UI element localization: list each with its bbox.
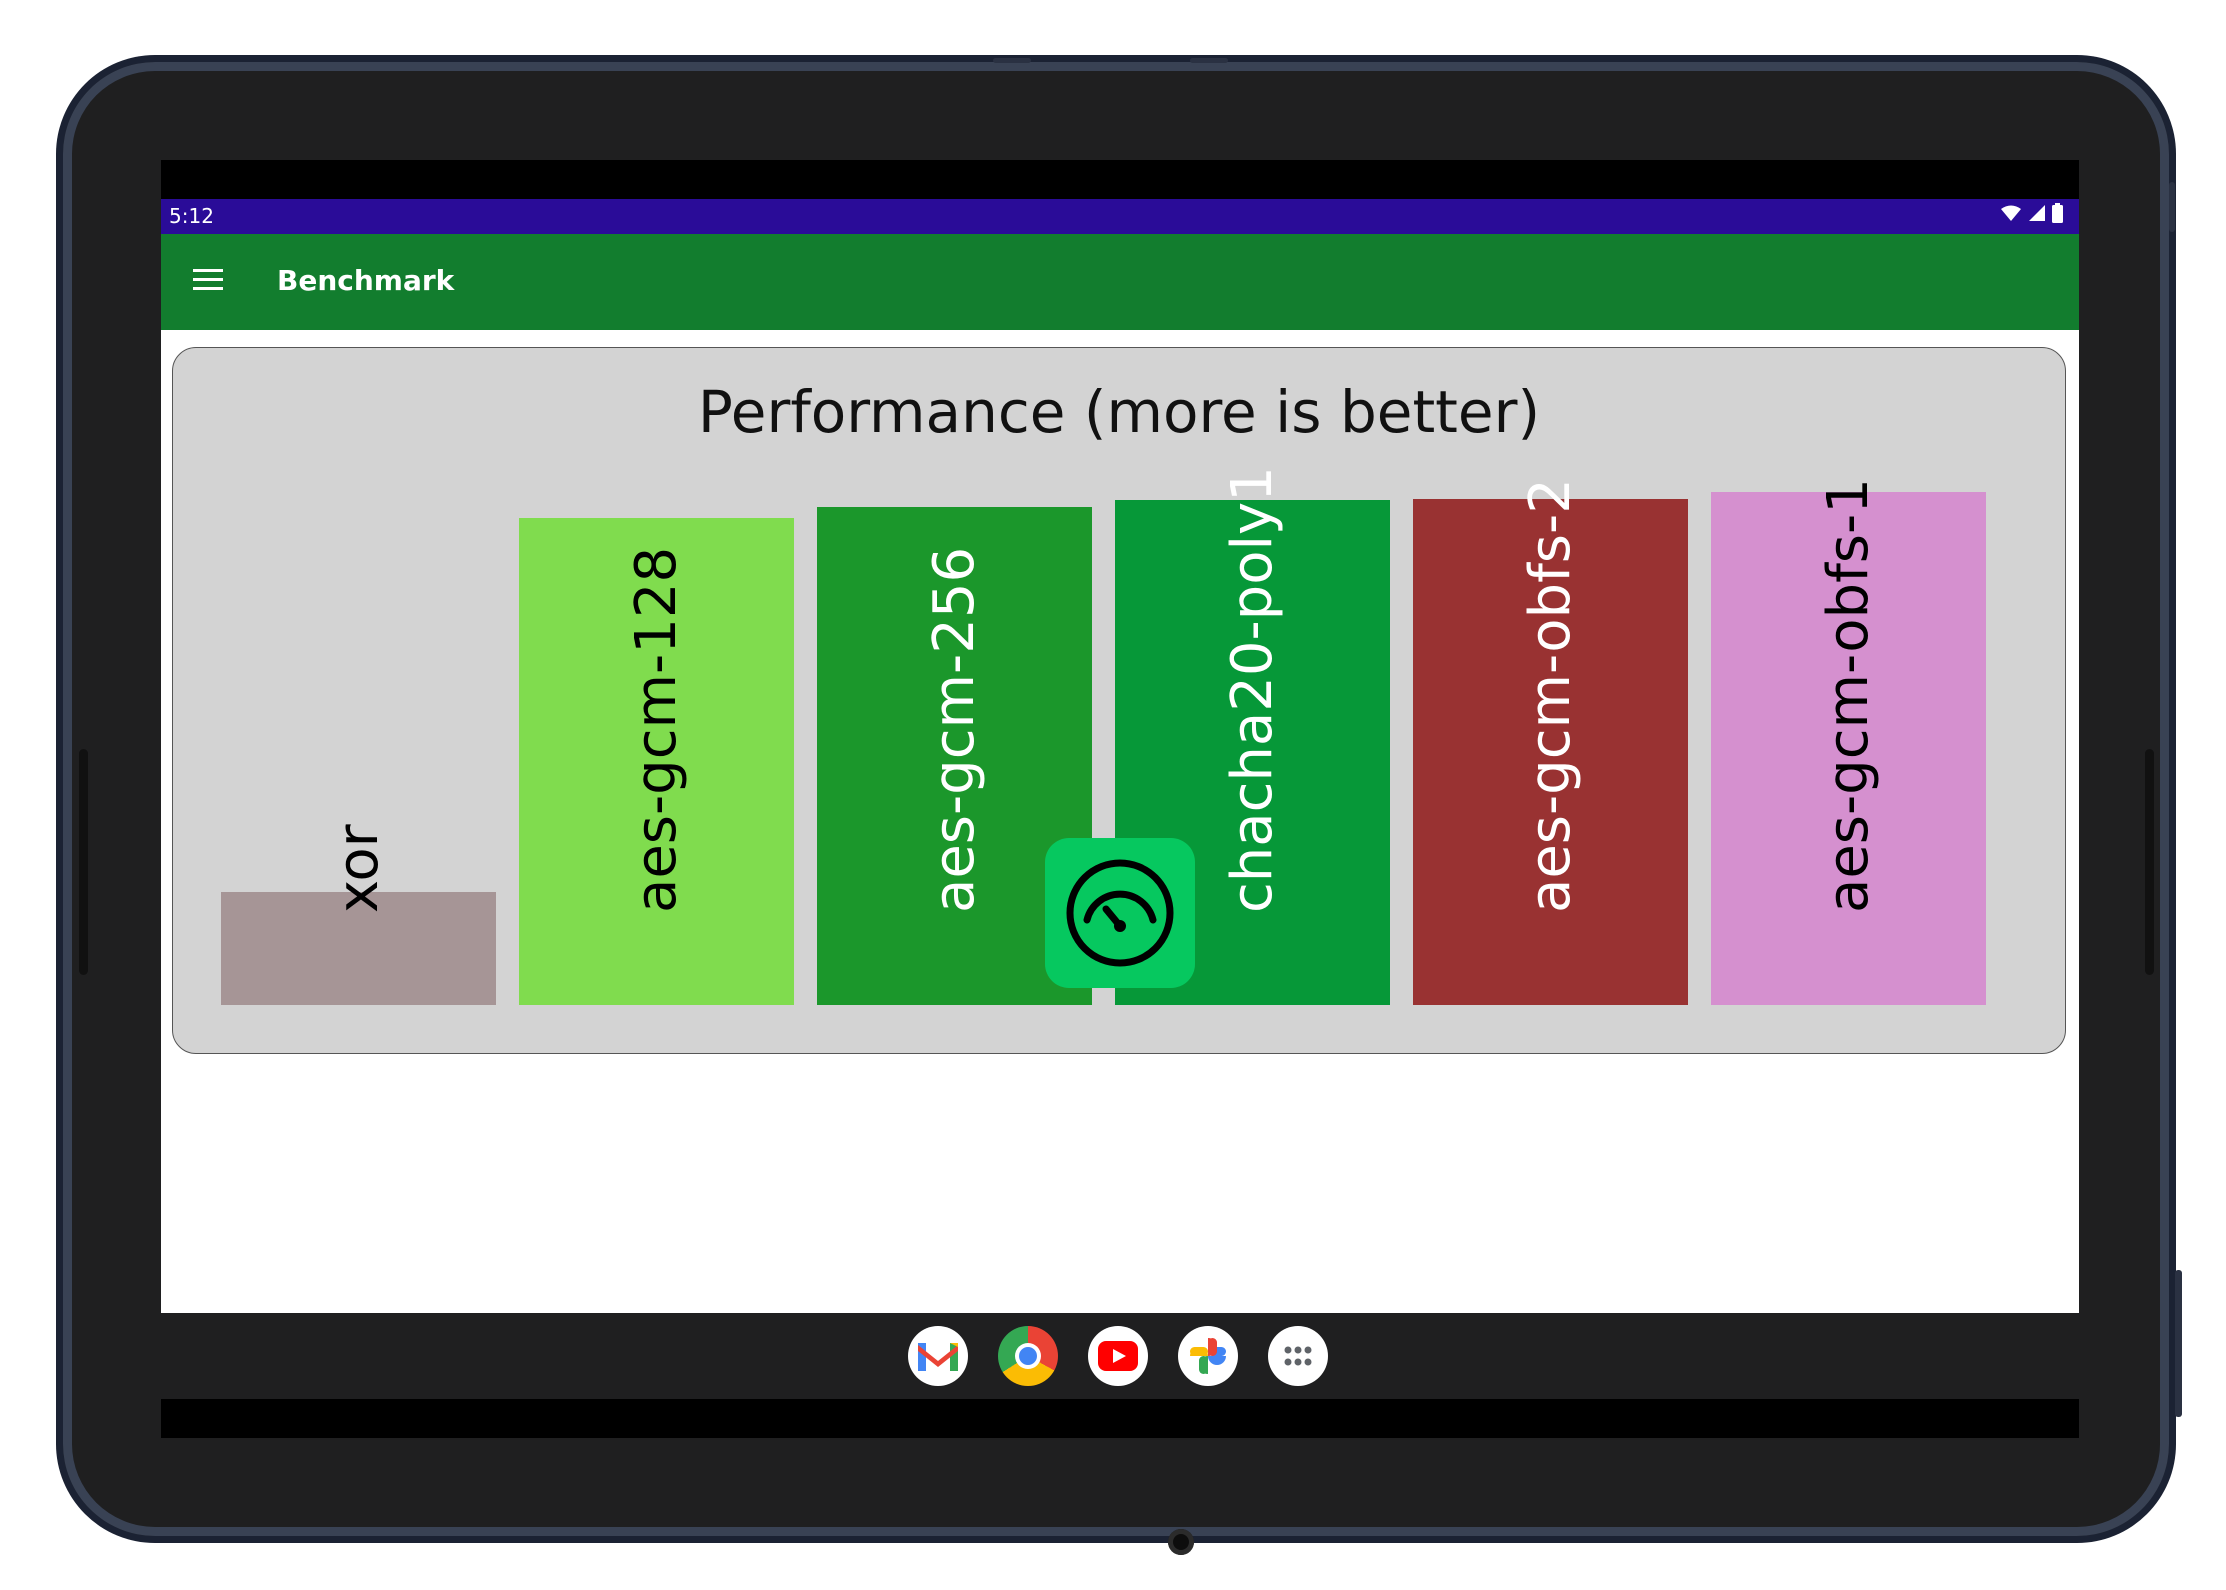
- battery-icon: [2052, 203, 2063, 223]
- chart-bar: aes-gcm-128: [519, 518, 794, 1005]
- chart-bar: aes-gcm-obfs-1: [1711, 478, 1986, 1005]
- status-bar: 5:12: [161, 199, 2079, 234]
- chart-bar-label: chacha20-poly1: [1219, 466, 1285, 913]
- chart-title: Performance (more is better): [697, 378, 1541, 446]
- content-area: xor aes-gcm-128 aes-gcm-256 chacha20-poly1 a…: [161, 330, 2079, 1313]
- app-drawer-icon[interactable]: [1268, 1326, 1328, 1386]
- chart-bar-label: xor: [325, 824, 391, 913]
- hamburger-menu-icon[interactable]: [193, 269, 223, 295]
- chart-bar-label: aes-gcm-obfs-1: [1815, 478, 1881, 913]
- app-bar: Benchmark: [161, 234, 2079, 330]
- taskbar: [161, 1313, 2079, 1399]
- chart-bar: xor: [221, 824, 496, 1005]
- chart-bar-label: aes-gcm-256: [921, 546, 987, 913]
- top-button-1: [993, 58, 1031, 63]
- gmail-icon[interactable]: [908, 1326, 968, 1386]
- speedometer-icon: [1066, 859, 1174, 967]
- right-grip: [2145, 749, 2154, 975]
- status-icons: [2000, 203, 2063, 223]
- photos-icon[interactable]: [1178, 1326, 1238, 1386]
- chart-bar-label: aes-gcm-128: [623, 546, 689, 913]
- navigation-area: [161, 1399, 2079, 1438]
- chart-bar: aes-gcm-obfs-2: [1413, 478, 1688, 1005]
- top-button-2: [1190, 58, 1228, 63]
- left-grip: [79, 749, 88, 975]
- youtube-icon[interactable]: [1088, 1326, 1148, 1386]
- chart-plot-area: xor aes-gcm-128 aes-gcm-256 chacha20-poly1 a…: [173, 348, 2067, 1055]
- status-time: 5:12: [169, 204, 214, 228]
- chrome-icon[interactable]: [998, 1326, 1058, 1386]
- side-button-lower: [2175, 1270, 2182, 1417]
- signal-icon: [2029, 205, 2045, 221]
- app-title: Benchmark: [277, 264, 455, 297]
- run-benchmark-button[interactable]: [1045, 838, 1195, 988]
- side-button-upper: [2169, 182, 2175, 232]
- front-camera: [1168, 1529, 1194, 1555]
- screen: 5:12 Benchmark xor aes-gcm-128 aes-gcm-256…: [161, 160, 2079, 1438]
- app-dock: [908, 1326, 1328, 1386]
- chart-bar-label: aes-gcm-obfs-2: [1517, 478, 1583, 913]
- wifi-icon: [2001, 205, 2021, 221]
